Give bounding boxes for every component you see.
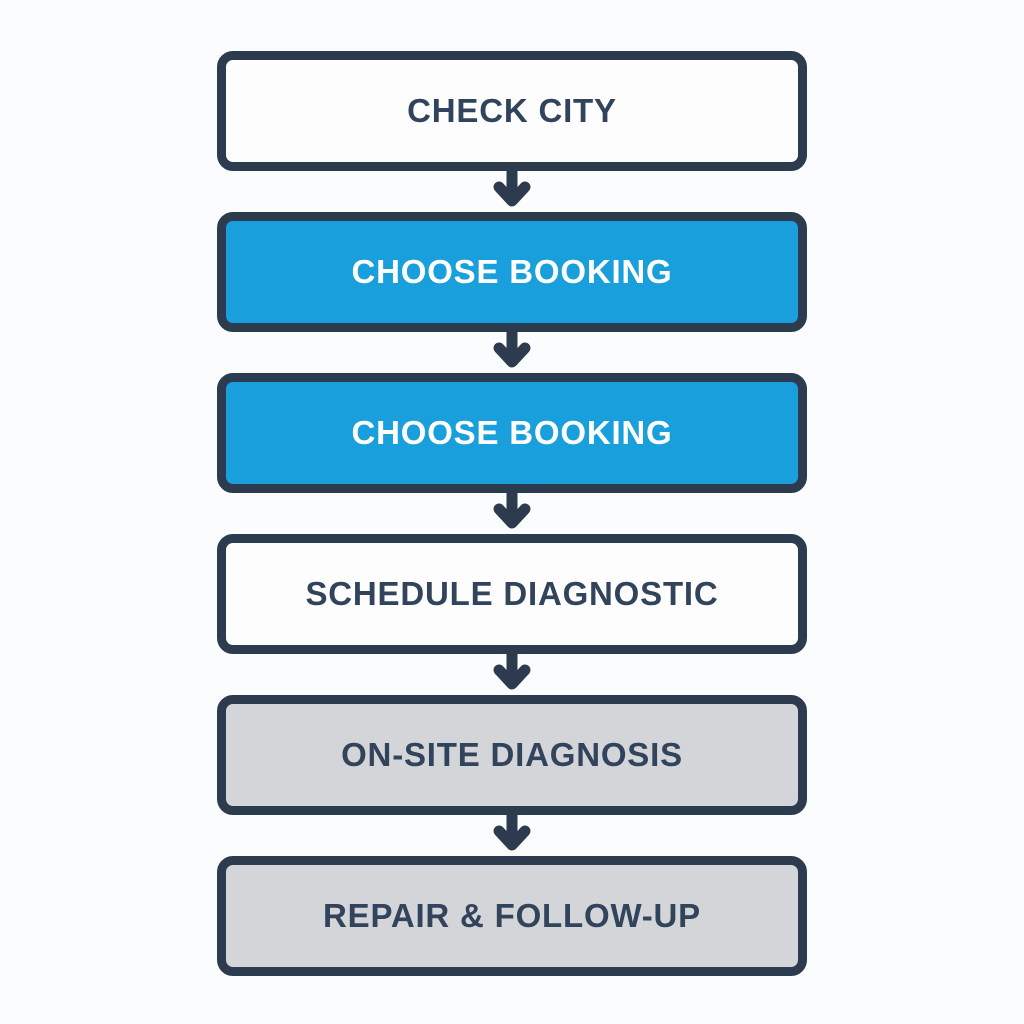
flow-step-box: CHOOSE BOOKING xyxy=(217,212,807,332)
flow-step-box: SCHEDULE DIAGNOSTIC xyxy=(217,534,807,654)
flowchart: CHECK CITY CHOOSE BOOKING CHOOSE BOOKING xyxy=(217,51,807,976)
flow-step-box: REPAIR & FOLLOW-UP xyxy=(217,856,807,976)
step-label: CHOOSE BOOKING xyxy=(351,414,673,451)
down-arrow-icon xyxy=(217,653,807,695)
flow-step-wrap: ON-SITE DIAGNOSIS xyxy=(217,695,807,856)
step-label: CHOOSE BOOKING xyxy=(351,253,673,290)
down-arrow-icon xyxy=(217,492,807,534)
step-label: SCHEDULE DIAGNOSTIC xyxy=(305,575,719,612)
step-label: ON-SITE DIAGNOSIS xyxy=(341,736,683,773)
down-arrow-icon xyxy=(217,170,807,212)
step-label: REPAIR & FOLLOW-UP xyxy=(323,897,701,934)
flow-step-wrap: SCHEDULE DIAGNOSTIC xyxy=(217,534,807,695)
flow-step-wrap: REPAIR & FOLLOW-UP xyxy=(217,856,807,976)
down-arrow-icon xyxy=(217,814,807,856)
flow-step-box: CHECK CITY xyxy=(217,51,807,171)
flow-step-box: ON-SITE DIAGNOSIS xyxy=(217,695,807,815)
flow-step-box: CHOOSE BOOKING xyxy=(217,373,807,493)
flow-step-wrap: CHOOSE BOOKING xyxy=(217,212,807,373)
step-label: CHECK CITY xyxy=(407,92,617,129)
flow-step-wrap: CHECK CITY xyxy=(217,51,807,212)
down-arrow-icon xyxy=(217,331,807,373)
flow-step-wrap: CHOOSE BOOKING xyxy=(217,373,807,534)
